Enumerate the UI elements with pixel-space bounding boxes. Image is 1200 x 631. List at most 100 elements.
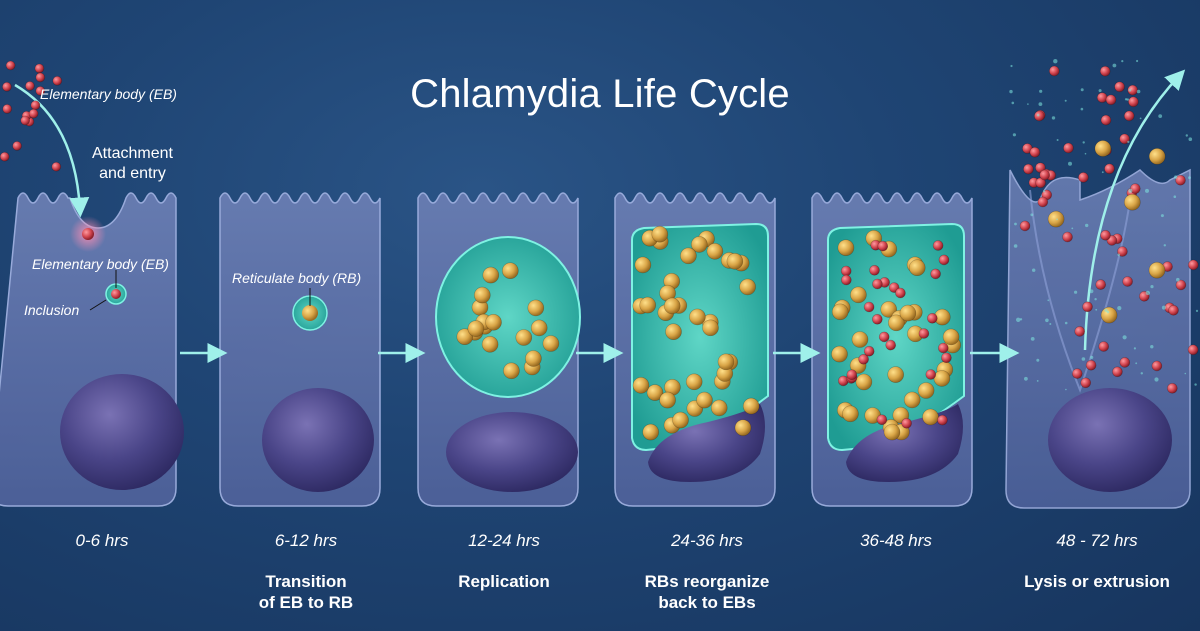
dust-particle	[1140, 372, 1144, 375]
eb-particle	[2, 82, 12, 92]
dust-particle	[1176, 277, 1180, 282]
rb-particle	[831, 303, 849, 321]
rb-particle	[481, 335, 499, 353]
eb-particle	[937, 342, 949, 354]
caption-line: Replication	[458, 572, 550, 591]
eb-particle	[871, 313, 883, 325]
dust-particle	[1064, 99, 1067, 102]
rb-particle	[706, 243, 724, 260]
label-attachment-line2: and entry	[99, 165, 166, 182]
dust-particle	[1089, 289, 1094, 294]
dust-particle	[1117, 253, 1121, 257]
dust-particle	[1195, 309, 1199, 312]
page-title: Chlamydia Life Cycle	[410, 72, 790, 116]
caption-line: back to EBs	[658, 593, 756, 612]
rb-particle	[1094, 140, 1112, 157]
dust-particle	[1010, 64, 1013, 68]
eb-particle	[925, 369, 937, 380]
rb-particle	[717, 353, 735, 371]
dust-particle	[1045, 318, 1049, 323]
eb-particle	[895, 287, 906, 299]
dust-particle	[1068, 161, 1072, 166]
rb-particle	[1047, 210, 1065, 228]
label-attachment: Attachment and entry	[92, 144, 173, 184]
eb-particle	[1128, 96, 1139, 108]
caption-line: of EB to RB	[258, 593, 354, 612]
dust-particle	[1036, 358, 1040, 362]
eb-particle	[1114, 81, 1125, 93]
rb-particle	[855, 373, 873, 391]
rb-particle	[942, 328, 960, 346]
dust-particle	[1037, 114, 1040, 117]
dust-particle	[1163, 244, 1167, 247]
dust-particle	[1135, 362, 1138, 365]
rb-particle	[527, 299, 545, 317]
dust-particle	[1047, 299, 1050, 302]
eb-particle	[1130, 183, 1141, 194]
rb-particle	[851, 331, 869, 348]
eb-particle	[1122, 276, 1133, 287]
rb-particle	[1148, 148, 1166, 165]
dust-particle	[1011, 101, 1015, 105]
dust-particle	[1014, 222, 1017, 226]
dust-particle	[1150, 285, 1154, 289]
eb-particle	[869, 264, 880, 276]
dust-particle	[1174, 175, 1178, 179]
dust-particle	[1133, 347, 1136, 350]
rb-particle	[542, 335, 560, 352]
dust-particle	[1084, 152, 1087, 155]
rb-particle	[651, 225, 669, 243]
rb-particle	[665, 323, 682, 341]
dust-particle	[1145, 290, 1151, 296]
eb-particle	[1175, 174, 1186, 186]
rb-particle	[530, 319, 548, 337]
dust-particle	[1188, 137, 1193, 141]
dust-particle	[1160, 214, 1164, 218]
eb-particle	[1095, 279, 1106, 290]
dust-particle	[1036, 380, 1039, 382]
caption-stage-2: Transition of EB to RB	[206, 571, 406, 613]
rb-particle	[646, 384, 664, 401]
dust-particle	[1019, 318, 1023, 321]
rb-particle	[456, 328, 474, 346]
rb-particle	[887, 366, 905, 383]
dust-particle	[1013, 244, 1018, 248]
caption-stage-3: Replication	[404, 571, 604, 592]
dust-particle	[1030, 337, 1035, 341]
eb-particle	[918, 328, 930, 339]
time-stage-4: 24-36 hrs	[671, 531, 743, 550]
eb-particle	[1104, 163, 1115, 175]
rb-particle	[473, 286, 491, 304]
eb-particle	[1151, 360, 1163, 372]
dust-particle	[1082, 141, 1085, 144]
inclusion	[435, 236, 581, 398]
dust-particle	[1053, 59, 1058, 64]
eb-particle	[25, 81, 35, 91]
dust-particle	[1188, 176, 1191, 180]
dust-particle	[1136, 89, 1141, 94]
dust-particle	[1104, 308, 1108, 312]
eb-particle	[1167, 382, 1178, 394]
eb-particle	[1123, 110, 1135, 122]
time-stage-2: 6-12 hrs	[274, 531, 338, 550]
dust-particle	[1039, 89, 1043, 93]
eb-particle	[35, 86, 46, 96]
eb-particle	[863, 345, 875, 357]
eb-particle	[1112, 366, 1123, 378]
dust-particle	[1122, 335, 1127, 340]
dust-particle	[1127, 140, 1130, 143]
dust-particle	[1128, 188, 1133, 193]
eb-particle	[1037, 196, 1049, 208]
caption-line: RBs reorganize	[644, 572, 770, 591]
eb-particle	[937, 414, 948, 426]
rb-particle	[739, 278, 756, 296]
label-attachment-line1: Attachment	[92, 145, 173, 162]
eb-particle	[52, 76, 63, 86]
eb-particle	[20, 115, 31, 126]
dust-particle	[1071, 227, 1074, 230]
rb-particle	[685, 373, 703, 391]
rb-particle	[933, 370, 951, 387]
eb-particle	[938, 254, 950, 266]
eb-particle	[846, 369, 858, 381]
eb-particle	[876, 414, 888, 426]
